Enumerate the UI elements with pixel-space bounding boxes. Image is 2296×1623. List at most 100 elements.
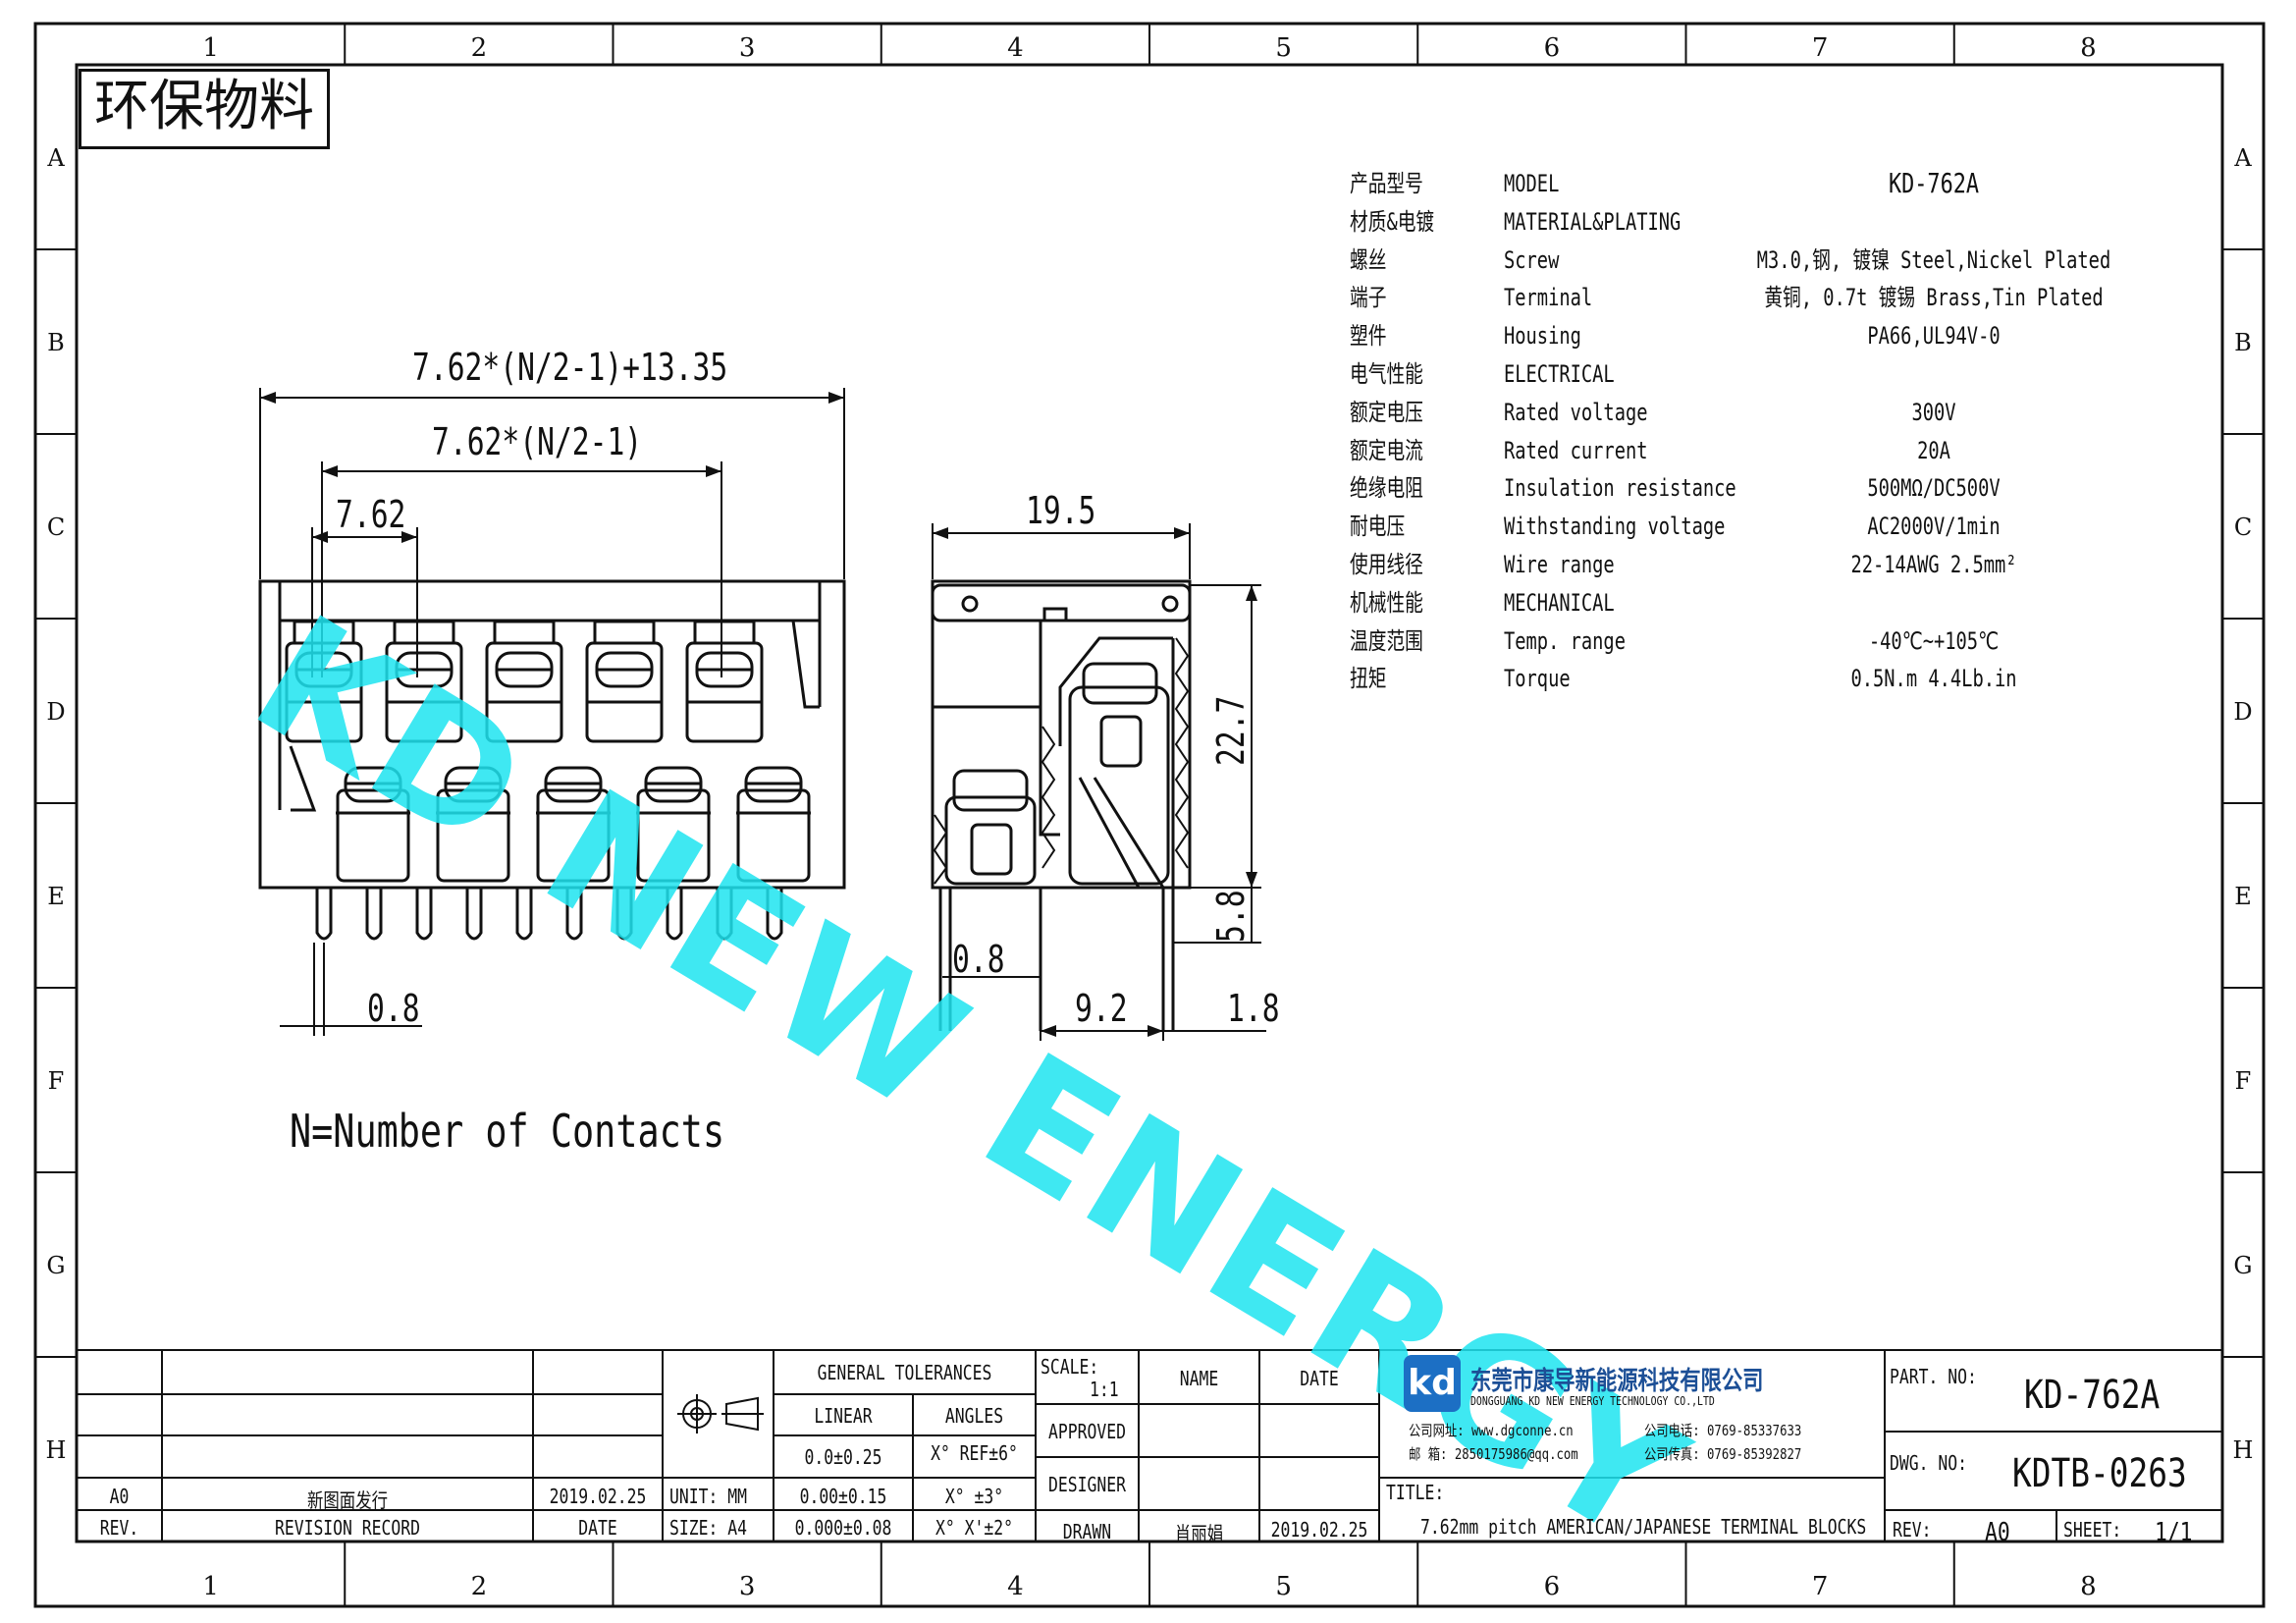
angle-tol-2: X° ±3° [944, 1485, 1004, 1508]
grid-row-label: E [47, 883, 65, 910]
spec-cn-label: 材质&电镀 [1350, 207, 1435, 236]
grid-row-label: G [2233, 1252, 2252, 1279]
spec-cn-label: 电气性能 [1350, 360, 1423, 388]
grid-col-label: 8 [2080, 1572, 2097, 1601]
dwg-no-label: DWG. NO: [1890, 1451, 1967, 1475]
company-fax: 公司传真: 0769-85392827 [1644, 1445, 1802, 1463]
grid-col-label: 4 [1007, 33, 1024, 63]
grid-col-label: 5 [1275, 1572, 1292, 1601]
grid-col-label: 4 [1007, 1572, 1024, 1601]
grid-col-label: 1 [202, 1572, 219, 1601]
company-name-en: DONGGUANG KD NEW ENERGY TECHNOLOGY CO.,L… [1470, 1394, 1715, 1408]
rev-label: REV. [99, 1516, 139, 1540]
unit: UNIT: MM [669, 1485, 747, 1508]
tolerances-title: GENERAL TOLERANCES [817, 1361, 992, 1384]
side-view [931, 579, 1192, 1031]
spec-en-label: ELECTRICAL [1504, 360, 1615, 388]
grid-row-label: D [2233, 698, 2252, 726]
title-label: TITLE: [1386, 1481, 1445, 1504]
rev-code: A0 [109, 1485, 130, 1508]
spec-en-label: Rated voltage [1504, 398, 1648, 426]
drawn-date: 2019.02.25 [1270, 1518, 1368, 1542]
drawn-label: DRAWN [1062, 1520, 1112, 1543]
grid-col-label: 2 [471, 1572, 488, 1601]
contacts-note: N=Number of Contacts [290, 1105, 725, 1158]
spec-value: 22-14AWG 2.5mm² [1850, 551, 2017, 578]
scale-label: SCALE: [1041, 1355, 1099, 1379]
dim-pin-width: 0.8 [367, 987, 420, 1030]
grid-col-label: 1 [202, 33, 219, 63]
angle-tol-3: X° X'±2° [934, 1516, 1013, 1540]
part-no: KD-762A [2024, 1373, 2161, 1418]
spec-cn-label: 机械性能 [1350, 588, 1423, 617]
linear-label: LINEAR [814, 1404, 873, 1428]
rev-date: 2019.02.25 [549, 1485, 647, 1508]
spec-en-label: Insulation resistance [1504, 474, 1736, 503]
spec-value: 20A [1917, 436, 1950, 464]
grid-col-label: 6 [1544, 1572, 1561, 1601]
spec-en-label: MODEL [1504, 170, 1560, 197]
grid-col-label: 5 [1275, 33, 1292, 63]
spec-value: PA66,UL94V-0 [1867, 322, 2001, 351]
spec-cn-label: 扭矩 [1350, 665, 1387, 693]
company-phone: 公司电话: 0769-85337633 [1644, 1422, 1802, 1439]
spec-cn-label: 额定电流 [1350, 436, 1423, 464]
spec-en-label: Wire range [1504, 551, 1615, 578]
company-logo-icon: kd [1404, 1355, 1461, 1412]
approved-label: APPROVED [1047, 1420, 1126, 1443]
grid-row-label: H [46, 1436, 67, 1464]
title-block-grid [76, 1349, 2223, 1542]
dwg-no: KDTB-0263 [2012, 1451, 2187, 1496]
grid-col-label: 7 [1812, 1572, 1829, 1601]
spec-value: -40℃~+105℃ [1868, 626, 2000, 655]
grid-row-label: C [47, 514, 65, 541]
dimension-lines [259, 388, 1266, 1041]
drawn-name: 肖丽娟 [1174, 1522, 1224, 1545]
eco-material-stamp: 环保物料 [79, 69, 330, 149]
grid-row-label: F [48, 1067, 65, 1095]
spec-value: KD-762A [1888, 167, 1980, 199]
spec-cn-label: 使用线径 [1350, 551, 1423, 578]
dim-depth: 19.5 [1026, 489, 1096, 532]
grid-col-label: 2 [471, 33, 488, 63]
designer-label: DESIGNER [1047, 1473, 1126, 1496]
spec-en-label: Terminal [1504, 284, 1593, 312]
spec-en-label: Screw [1504, 245, 1560, 274]
grid-row-label: B [47, 329, 65, 356]
grid-row-label: F [2235, 1067, 2252, 1095]
company-web: 公司网址: www.dgconne.cn [1409, 1422, 1574, 1439]
front-view [258, 579, 846, 941]
spec-en-label: MECHANICAL [1504, 588, 1615, 617]
spec-value: 黄铜, 0.7t 镀锡 Brass,Tin Plated [1764, 284, 2104, 312]
dim-pitch: 7.62 [336, 493, 406, 536]
spec-value: AC2000V/1min [1867, 513, 2001, 541]
spec-value: M3.0,钢, 镀镍 Steel,Nickel Plated [1756, 245, 2111, 274]
spec-cn-label: 耐电压 [1350, 513, 1406, 541]
sheet-value: 1/1 [2155, 1518, 2193, 1547]
spec-value: 0.5N.m 4.4Lb.in [1850, 665, 2017, 693]
grid-row-label: B [2234, 329, 2252, 356]
spec-cn-label: 绝缘电阻 [1350, 474, 1423, 503]
spec-value: 300V [1911, 398, 1956, 426]
company-name-cn: 东莞市康导新能源科技有限公司 [1470, 1367, 1764, 1396]
rev2-value: A0 [1985, 1518, 2010, 1547]
grid-row-label: G [46, 1252, 65, 1279]
grid-zone-marks [35, 24, 2264, 1606]
scale-value: 1:1 [1090, 1378, 1119, 1401]
linear-tol-1: 0.0±0.25 [804, 1445, 882, 1469]
linear-tol-3: 0.000±0.08 [794, 1516, 892, 1540]
rev2-label: REV: [1893, 1518, 1932, 1542]
dimension-arrows [260, 392, 1257, 1037]
grid-col-label: 6 [1544, 33, 1561, 63]
grid-row-label: D [46, 698, 65, 726]
spec-en-label: Temp. range [1504, 626, 1626, 655]
spec-en-label: Torque [1504, 665, 1571, 693]
spec-en-label: Rated current [1504, 436, 1648, 464]
grid-col-label: 3 [739, 1572, 756, 1601]
dim-pin-offset: 1.8 [1227, 987, 1280, 1030]
spec-value: 500MΩ/DC500V [1867, 474, 2001, 503]
size: SIZE: A4 [669, 1516, 747, 1540]
grid-row-label: A [2233, 144, 2252, 172]
projection-symbol-icon [677, 1394, 764, 1434]
